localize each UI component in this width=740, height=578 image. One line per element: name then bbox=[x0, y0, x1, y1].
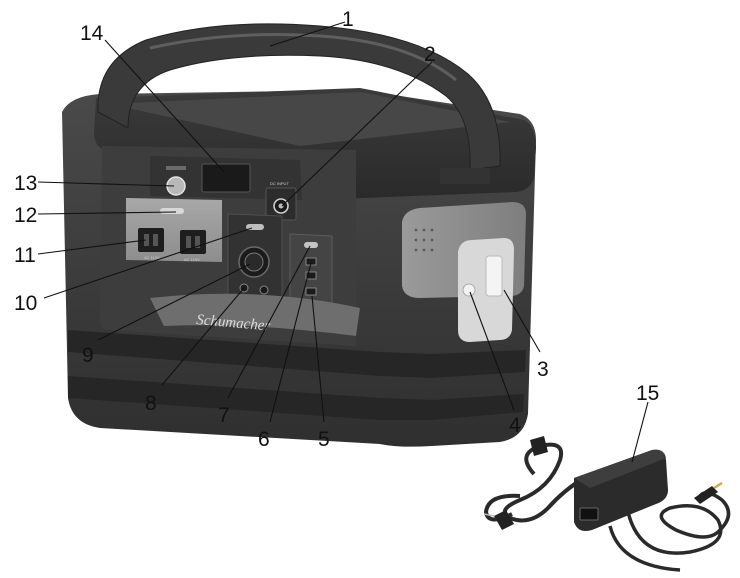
charger-input-socket bbox=[579, 507, 599, 521]
ac-outlet-left-slot-b bbox=[153, 234, 158, 246]
side-light-button bbox=[462, 283, 476, 297]
leader-5 bbox=[311, 295, 325, 423]
callout-15: 15 bbox=[636, 382, 659, 405]
dc-barrel-tip bbox=[713, 481, 723, 490]
callout-7: 7 bbox=[218, 404, 230, 427]
leader-7 bbox=[227, 245, 311, 399]
lid-side-vent bbox=[440, 168, 490, 184]
callout-3: 3 bbox=[537, 358, 549, 381]
leader-13 bbox=[37, 181, 175, 187]
ac-plug bbox=[530, 436, 548, 456]
power-station: DC INPUT AC 110V AC 110V Schumacher bbox=[62, 23, 536, 447]
callout-11: 11 bbox=[14, 244, 36, 267]
wall-plug-prong bbox=[483, 513, 495, 517]
callout-2: 2 bbox=[424, 43, 436, 66]
brand-logo: Schumacher bbox=[196, 312, 271, 334]
body-band-lower bbox=[68, 330, 526, 378]
ac-outlet-right-label: AC 110V bbox=[184, 257, 200, 262]
ac-outlet-right-slot-b bbox=[195, 236, 200, 248]
dc-12v-knob-cap bbox=[244, 252, 264, 272]
dc-input-pin bbox=[278, 203, 284, 209]
leader-lines bbox=[37, 21, 649, 463]
usb-port-2 bbox=[305, 271, 317, 280]
charger-brick-top bbox=[574, 449, 666, 488]
callout-9: 9 bbox=[82, 344, 94, 367]
leader-14 bbox=[104, 39, 225, 173]
callout-8: 8 bbox=[145, 392, 157, 415]
brand-plate bbox=[150, 293, 360, 336]
leader-10 bbox=[43, 227, 253, 299]
dc-barrel-port-right bbox=[259, 285, 269, 295]
leader-6 bbox=[269, 262, 312, 423]
power-button-label bbox=[166, 166, 186, 170]
usb-port-3 bbox=[305, 287, 317, 296]
callout-10: 10 bbox=[14, 292, 37, 315]
handle-grip-highlight bbox=[149, 33, 457, 82]
callout-14: 14 bbox=[80, 22, 104, 45]
lid-top-face bbox=[110, 92, 510, 146]
callout-12: 12 bbox=[14, 204, 37, 227]
dc-barrel-plug bbox=[694, 486, 718, 504]
lcd-display bbox=[201, 163, 251, 193]
ac-indicator-bar bbox=[160, 208, 184, 214]
ac-outlet-left-label: AC 110V bbox=[144, 255, 160, 260]
wall-plug bbox=[494, 510, 514, 530]
body-band-bottom bbox=[68, 376, 524, 420]
callout-13: 13 bbox=[14, 172, 37, 195]
dc-output-cord-2 bbox=[608, 525, 681, 572]
leader-9 bbox=[97, 263, 251, 341]
callout-4: 4 bbox=[509, 414, 521, 437]
side-vent-grille bbox=[414, 228, 434, 252]
leader-15 bbox=[631, 401, 649, 463]
ac-outlet-left-slot-a bbox=[144, 234, 149, 246]
ac-adapter-charger bbox=[483, 436, 731, 572]
ac-outlet-right-slot-a bbox=[186, 236, 191, 248]
ac-power-cord bbox=[502, 442, 586, 523]
leader-2 bbox=[281, 61, 433, 207]
leader-12 bbox=[37, 211, 177, 215]
dc-input-label: DC INPUT bbox=[270, 181, 289, 186]
callout-1: 1 bbox=[342, 8, 354, 31]
leader-11 bbox=[37, 239, 147, 255]
leader-1 bbox=[269, 21, 346, 47]
dc-output-cord bbox=[626, 491, 731, 555]
usb-indicator-light bbox=[304, 242, 318, 248]
callout-6: 6 bbox=[258, 428, 270, 451]
callout-5: 5 bbox=[318, 428, 330, 451]
carry-handle bbox=[97, 23, 501, 171]
leader-4 bbox=[469, 291, 515, 411]
callout-labels: 1 2 3 4 5 6 7 8 9 10 11 12 13 14 15 bbox=[14, 8, 659, 451]
leader-8 bbox=[161, 287, 245, 386]
side-light-window bbox=[485, 255, 503, 297]
leader-3 bbox=[503, 289, 541, 353]
